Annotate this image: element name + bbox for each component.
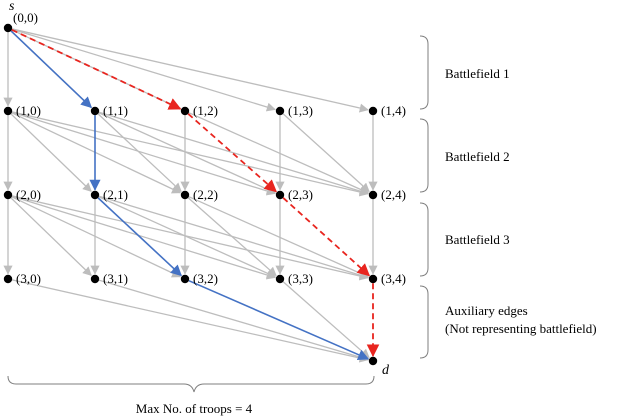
edge-2-0-to-3-3: [11, 195, 276, 280]
node-3-0: [3, 274, 13, 284]
sink-label: d: [382, 363, 390, 378]
node-d: [368, 356, 378, 366]
blue-edge-0-0-to-1-1: [10, 30, 93, 109]
blue-edge-2-1-to-3-2: [97, 197, 183, 277]
edge-1-1-to-2-4: [98, 111, 369, 196]
blue-edge-3-2-to-d: [188, 279, 370, 361]
node-label-1-4: (1,4): [381, 103, 406, 118]
brace-battlefield-2: [419, 118, 429, 193]
stage-sublabel-auxiliary: (Not representing battlefield): [445, 321, 597, 336]
node-1-4: [368, 106, 378, 116]
node-1-0: [3, 106, 13, 116]
edge-2-1-to-3-3: [98, 196, 277, 278]
node-label-2-3: (2,3): [288, 187, 313, 202]
red-edge-0-0-to-1-2: [11, 28, 182, 110]
edge-1-0-to-2-3: [11, 111, 276, 196]
node-2-2: [180, 190, 190, 200]
stage-label-battlefield-1: Battlefield 1: [445, 66, 510, 81]
edge-1-0-to-2-4: [11, 111, 369, 197]
source-label: s: [9, 0, 15, 14]
node-3-3: [275, 274, 285, 284]
grey-edges: [3, 28, 378, 363]
node-0-0: [3, 23, 13, 33]
stage-label-auxiliary: Auxiliary edges: [445, 303, 528, 318]
edge-1-0-to-2-2: [11, 112, 182, 194]
edge-2-2-to-3-4: [188, 196, 370, 278]
node-label-2-4: (2,4): [381, 187, 406, 202]
edge-0-0-to-1-3: [11, 28, 276, 112]
node-label-0-0: (0,0): [13, 10, 38, 25]
node-label-2-0: (2,0): [16, 187, 41, 202]
node-1-2: [180, 106, 190, 116]
edge-3-1-to-d: [98, 279, 369, 362]
node-3-4: [368, 274, 378, 284]
edge-3-0-to-d: [11, 279, 369, 363]
node-3-1: [90, 274, 100, 284]
node-label-1-1: (1,1): [103, 103, 128, 118]
node-label-3-2: (3,2): [193, 271, 218, 286]
edge-2-0-to-3-4: [11, 195, 369, 281]
edge-2-1-to-3-4: [98, 195, 369, 280]
node-label-1-3: (1,3): [288, 103, 313, 118]
edge-2-0-to-3-1: [10, 197, 92, 277]
edge-2-0-to-3-2: [11, 196, 182, 278]
nodes: [3, 23, 378, 366]
edge-1-1-to-2-2: [97, 113, 182, 193]
edge-2-2-to-3-3: [187, 197, 277, 277]
node-2-3: [275, 190, 285, 200]
edge-0-0-to-1-4: [11, 28, 369, 113]
node-label-2-1: (2,1): [103, 187, 128, 202]
node-1-3: [275, 106, 285, 116]
edge-1-2-to-2-4: [188, 112, 370, 194]
node-2-0: [3, 190, 13, 200]
edge-1-0-to-2-1: [10, 113, 92, 193]
node-2-4: [368, 190, 378, 200]
red-dashed-path: [11, 28, 380, 358]
brace-battlefield-1: [419, 35, 429, 110]
node-label-1-2: (1,2): [193, 103, 218, 118]
node-label-3-1: (3,1): [103, 271, 128, 286]
edge-1-1-to-2-3: [98, 112, 277, 194]
node-3-2: [180, 274, 190, 284]
node-label-3-4: (3,4): [381, 271, 406, 286]
node-label-1-0: (1,0): [16, 103, 41, 118]
stage-label-battlefield-3: Battlefield 3: [445, 232, 510, 247]
bottom-label: Max No. of troops = 4: [136, 401, 253, 416]
node-1-1: [90, 106, 100, 116]
node-label-3-3: (3,3): [288, 271, 313, 286]
blue-path: [10, 30, 370, 361]
node-label-3-0: (3,0): [16, 271, 41, 286]
stage-label-battlefield-2: Battlefield 2: [445, 149, 510, 164]
edge-1-3-to-2-4: [282, 113, 370, 193]
brace-auxiliary: [419, 285, 429, 359]
node-labels: (0,0) (1,0) (1,1) (1,2) (1,3) (1,4) (2,0) (2,1)…: [13, 10, 406, 286]
brace-battlefield-3: [419, 202, 429, 277]
red-edge-2-3-to-3-4: [282, 197, 371, 277]
node-label-2-2: (2,2): [193, 187, 218, 202]
node-2-1: [90, 190, 100, 200]
edge-3-3-to-d: [282, 281, 370, 359]
brace-bottom: [7, 375, 375, 393]
